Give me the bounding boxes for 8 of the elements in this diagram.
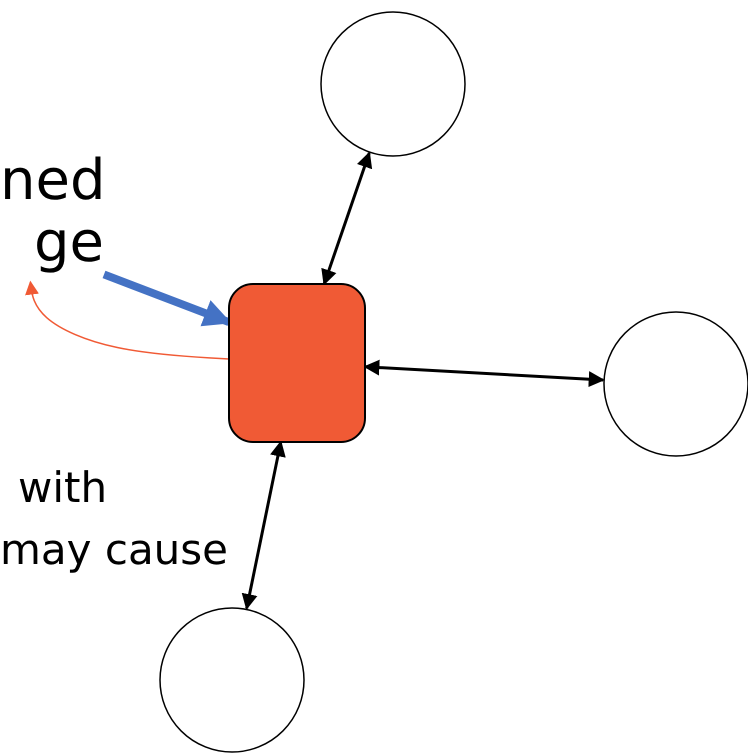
arrow (321, 152, 372, 286)
text-label: with (18, 462, 108, 514)
text-label: ned ge (0, 150, 104, 274)
arrow (25, 280, 230, 360)
rounded-box (229, 284, 365, 442)
circle-node (320, 11, 466, 157)
text-label: may cause (0, 524, 228, 576)
circle-node (159, 607, 305, 753)
